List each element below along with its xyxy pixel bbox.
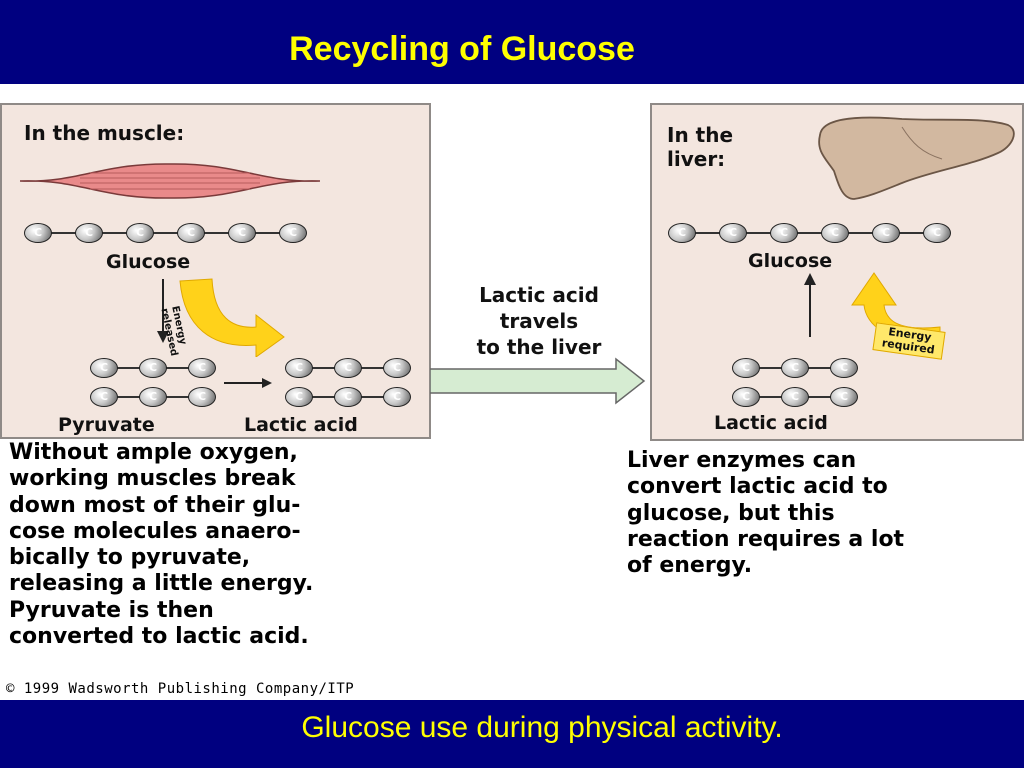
caption-line: bically to pyruvate,: [9, 545, 251, 571]
carbon-atom: C: [139, 358, 167, 378]
muscle-caption: Without ample oxygen, working muscles br…: [9, 440, 313, 650]
caption-line: of energy.: [627, 553, 753, 579]
carbon-atom: C: [830, 358, 858, 378]
carbon-atom: C: [732, 387, 760, 407]
up-arrow-icon: [804, 273, 816, 337]
carbon-atom: C: [24, 223, 52, 243]
lactic-acid-label-liver: Lactic acid: [714, 412, 828, 434]
pyruvate-label: Pyruvate: [58, 414, 155, 436]
carbon-atom: C: [719, 223, 747, 243]
carbon-atom: C: [90, 387, 118, 407]
liver-illustration: [818, 116, 1015, 200]
footer-band: [0, 700, 1024, 768]
carbon-atom: C: [383, 387, 411, 407]
carbon-atom: C: [821, 223, 849, 243]
carbon-atom: C: [830, 387, 858, 407]
liver-caption: Liver enzymes can convert lactic acid to…: [627, 448, 904, 579]
carbon-atom: C: [126, 223, 154, 243]
caption-line: cose molecules anaero-: [9, 518, 301, 544]
transport-line: Lactic acid: [479, 283, 599, 307]
carbon-atom: C: [872, 223, 900, 243]
carbon-atom: C: [90, 358, 118, 378]
carbon-atom: C: [781, 358, 809, 378]
caption-line: converted to lactic acid.: [9, 624, 309, 650]
carbon-atom: C: [177, 223, 205, 243]
carbon-atom: C: [334, 358, 362, 378]
liver-heading: In the liver:: [667, 123, 733, 171]
caption-line: glucose, but this: [627, 500, 835, 526]
down-arrow-icon: [157, 279, 169, 343]
muscle-heading: In the muscle:: [24, 121, 185, 145]
caption-line: Without ample oxygen,: [9, 440, 298, 465]
carbon-atom: C: [75, 223, 103, 243]
caption-line: convert lactic acid to: [627, 474, 888, 500]
caption-line: Pyruvate is then: [9, 597, 214, 623]
energy-released-arrow-icon: [179, 278, 285, 357]
glucose-label-muscle: Glucose: [106, 251, 191, 273]
transport-line: to the liver: [476, 335, 602, 359]
liver-panel: In the liver: C C C C C C Glucose Energy…: [650, 103, 1024, 441]
right-arrow-icon: [224, 378, 272, 388]
footer-caption: Glucose use during physical activity.: [301, 711, 783, 744]
copyright-notice: © 1999 Wadsworth Publishing Company/ITP: [6, 681, 355, 697]
caption-line: reaction requires a lot: [627, 526, 905, 552]
transport-arrow-icon: [430, 357, 646, 405]
carbon-atom: C: [770, 223, 798, 243]
caption-line: Liver enzymes can: [627, 448, 857, 473]
carbon-atom: C: [923, 223, 951, 243]
slide-title: Recycling of Glucose: [289, 30, 635, 68]
carbon-atom: C: [228, 223, 256, 243]
carbon-atom: C: [334, 387, 362, 407]
lactic-acid-label-muscle: Lactic acid: [244, 414, 358, 436]
carbon-atom: C: [383, 358, 411, 378]
carbon-atom: C: [781, 387, 809, 407]
carbon-atom: C: [668, 223, 696, 243]
muscle-illustration: [20, 163, 320, 199]
carbon-atom: C: [732, 358, 760, 378]
transport-text: Lactic acid travels to the liver: [454, 282, 624, 360]
carbon-atom: C: [188, 387, 216, 407]
carbon-atom: C: [188, 358, 216, 378]
carbon-atom: C: [279, 223, 307, 243]
caption-line: releasing a little energy.: [9, 571, 314, 597]
liver-heading-line: In the: [667, 123, 734, 147]
liver-heading-line: liver:: [667, 147, 726, 171]
caption-line: down most of their glu-: [9, 492, 301, 518]
transport-line: travels: [499, 309, 579, 333]
muscle-panel: In the muscle: C C C C C C Glucose Energ…: [0, 103, 431, 439]
glucose-label-liver: Glucose: [748, 250, 833, 272]
caption-line: working muscles break: [9, 466, 296, 492]
carbon-atom: C: [285, 387, 313, 407]
title-band: [0, 0, 1024, 84]
carbon-atom: C: [139, 387, 167, 407]
carbon-atom: C: [285, 358, 313, 378]
